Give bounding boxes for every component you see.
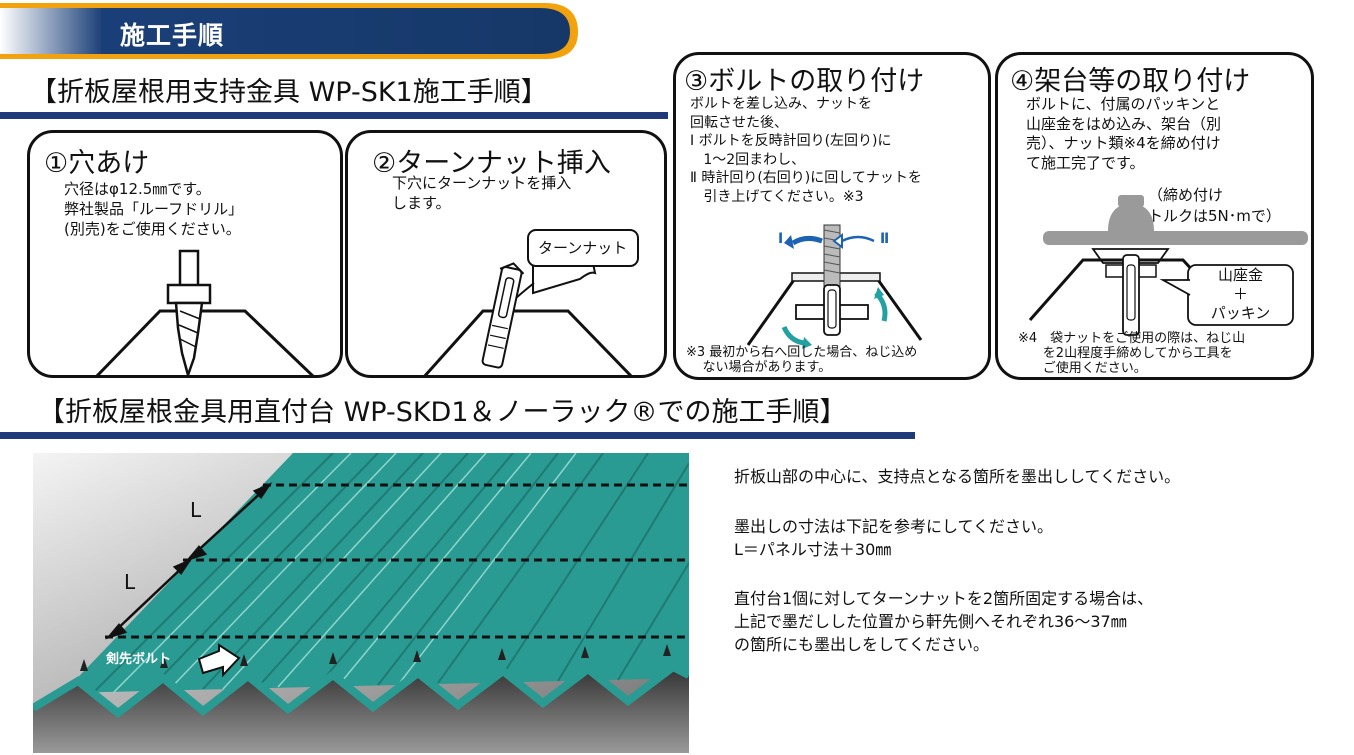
washer-callout-line: パッキン (1210, 304, 1271, 322)
step3-line: Ⅰ ボルトを反時計回り(左回り)に (690, 133, 892, 149)
step4-note-line: を2山程度手締めしてから工具を (1018, 346, 1233, 361)
step3-line: 回転させた後、 (690, 114, 788, 131)
step2-box: ②ターンナット挿入 下穴にターンナットを挿入 します。 ターンナット (345, 130, 667, 378)
washer-callout-line: 山座金 (1217, 266, 1263, 284)
step4-line: 山座金をはめ込み、架台（別 (1026, 114, 1222, 133)
step2-line: します。 (392, 194, 451, 212)
instruction-line: 上記で墨だしした位置から軒先側へそれぞれ36～37㎜ (734, 612, 1127, 631)
step3-note: ※3 最初から右へ回した場合、ねじ込め ない場合があります。 (686, 345, 917, 375)
step2-line: 下穴にターンナットを挿入 (392, 174, 572, 192)
step1-title: ①穴あけ (44, 148, 150, 179)
instruction-line: L＝パネル寸法＋30㎜ (734, 540, 892, 559)
washer-callout-line: ＋ (1232, 285, 1248, 303)
section1-heading: 【折板屋根用支持金具 WP-SK1施工手順】 (30, 77, 548, 108)
step3-line: 引き上げてください。※3 (690, 188, 864, 205)
step4-box: ④架台等の取り付け ボルトに、付属のパッキンと 山座金をはめ込み、架台（別 売）… (995, 52, 1314, 380)
header-banner (0, 3, 578, 59)
step3-line: ボルトを差し込み、ナットを (690, 96, 872, 112)
step1-line: 弊社製品「ルーフドリル」 (64, 200, 244, 218)
dimension-l-upper: L (190, 498, 202, 522)
torque-text: （締め付け トルクは5N･mで） (1148, 185, 1281, 227)
bolt-illustration (746, 224, 923, 349)
step3-line: 1～2回まわし、 (690, 151, 806, 168)
section2-rule (0, 432, 915, 439)
step3-box: ③ボルトの取り付け ボルトを差し込み、ナットを 回転させた後、 Ⅰ ボルトを反時… (673, 52, 991, 380)
step4-title: ④架台等の取り付け (1010, 66, 1251, 97)
step2-title: ②ターンナット挿入 (372, 148, 611, 179)
step4-note-line: ※4 袋ナットをご使用の際は、ねじ山 (1018, 331, 1246, 346)
instruction-line: 墨出しの寸法は下記を参考にしてください。 (734, 517, 1054, 536)
instruction-line: の箇所にも墨出しをしてください。 (734, 635, 990, 654)
step4-line: ボルトに、付属のパッキンと (1026, 95, 1221, 113)
counterclockwise-label: Ⅰ (778, 231, 784, 247)
torque-line: トルクは5N･mで） (1148, 207, 1281, 225)
section1-rule (0, 112, 668, 119)
instruction-line: 折板山部の中心に、支持点となる箇所を墨出ししてください。 (734, 467, 1181, 486)
step4-line: て施工完了です。 (1026, 153, 1145, 172)
dimension-l-lower: L (124, 570, 136, 594)
step4-line: 売）、ナット類※4を締め付け (1026, 134, 1221, 152)
step3-note-line: ない場合があります。 (686, 360, 832, 375)
step3-text: ボルトを差し込み、ナットを 回転させた後、 Ⅰ ボルトを反時計回り(左回り)に … (690, 95, 922, 206)
step4-text: ボルトに、付属のパッキンと 山座金をはめ込み、架台（別 売）、ナット類※4を締め… (1026, 95, 1221, 173)
turnnut-illustration (423, 229, 639, 375)
step4-note: ※4 袋ナットをご使用の際は、ねじ山 を2山程度手締めしてから工具を ご使用くだ… (1018, 331, 1245, 376)
section2-heading: 【折板屋根金具用直付台 WP-SKD1＆ノーラック®での施工手順】 (38, 397, 847, 428)
torque-line: （締め付け (1148, 186, 1224, 204)
step3-title: ③ボルトの取り付け (684, 66, 925, 97)
bolt-label: 剣先ボルト (106, 652, 172, 667)
banner-title: 施工手順 (120, 21, 225, 50)
step1-text: 穴径はφ12.5㎜です。 弊社製品「ルーフドリル」 (別売)をご使用ください。 (64, 179, 243, 239)
mount-illustration (1028, 195, 1308, 336)
washer-callout: 山座金 ＋ パッキン (1188, 266, 1293, 323)
step2-text: 下穴にターンナットを挿入 します。 (392, 173, 571, 213)
step3-line: Ⅱ 時計回り(右回り)に回してナットを (690, 170, 922, 186)
drill-illustration (95, 249, 315, 375)
instruction-line: 直付台1個に対してターンナットを2箇所固定する場合は、 (734, 589, 1154, 608)
step1-box: ①穴あけ 穴径はφ12.5㎜です。 弊社製品「ルーフドリル」 (別売)をご使用く… (27, 130, 343, 378)
step4-note-line: ご使用ください。 (1018, 361, 1147, 376)
roof-marking-figure (33, 453, 689, 753)
clockwise-label: Ⅱ (880, 231, 890, 247)
step1-line: 穴径はφ12.5㎜です。 (64, 180, 211, 198)
step1-line: (別売)をご使用ください。 (64, 220, 241, 238)
step3-note-line: ※3 最初から右へ回した場合、ねじ込め (686, 345, 918, 360)
turnnut-callout: ターンナット (538, 239, 628, 257)
